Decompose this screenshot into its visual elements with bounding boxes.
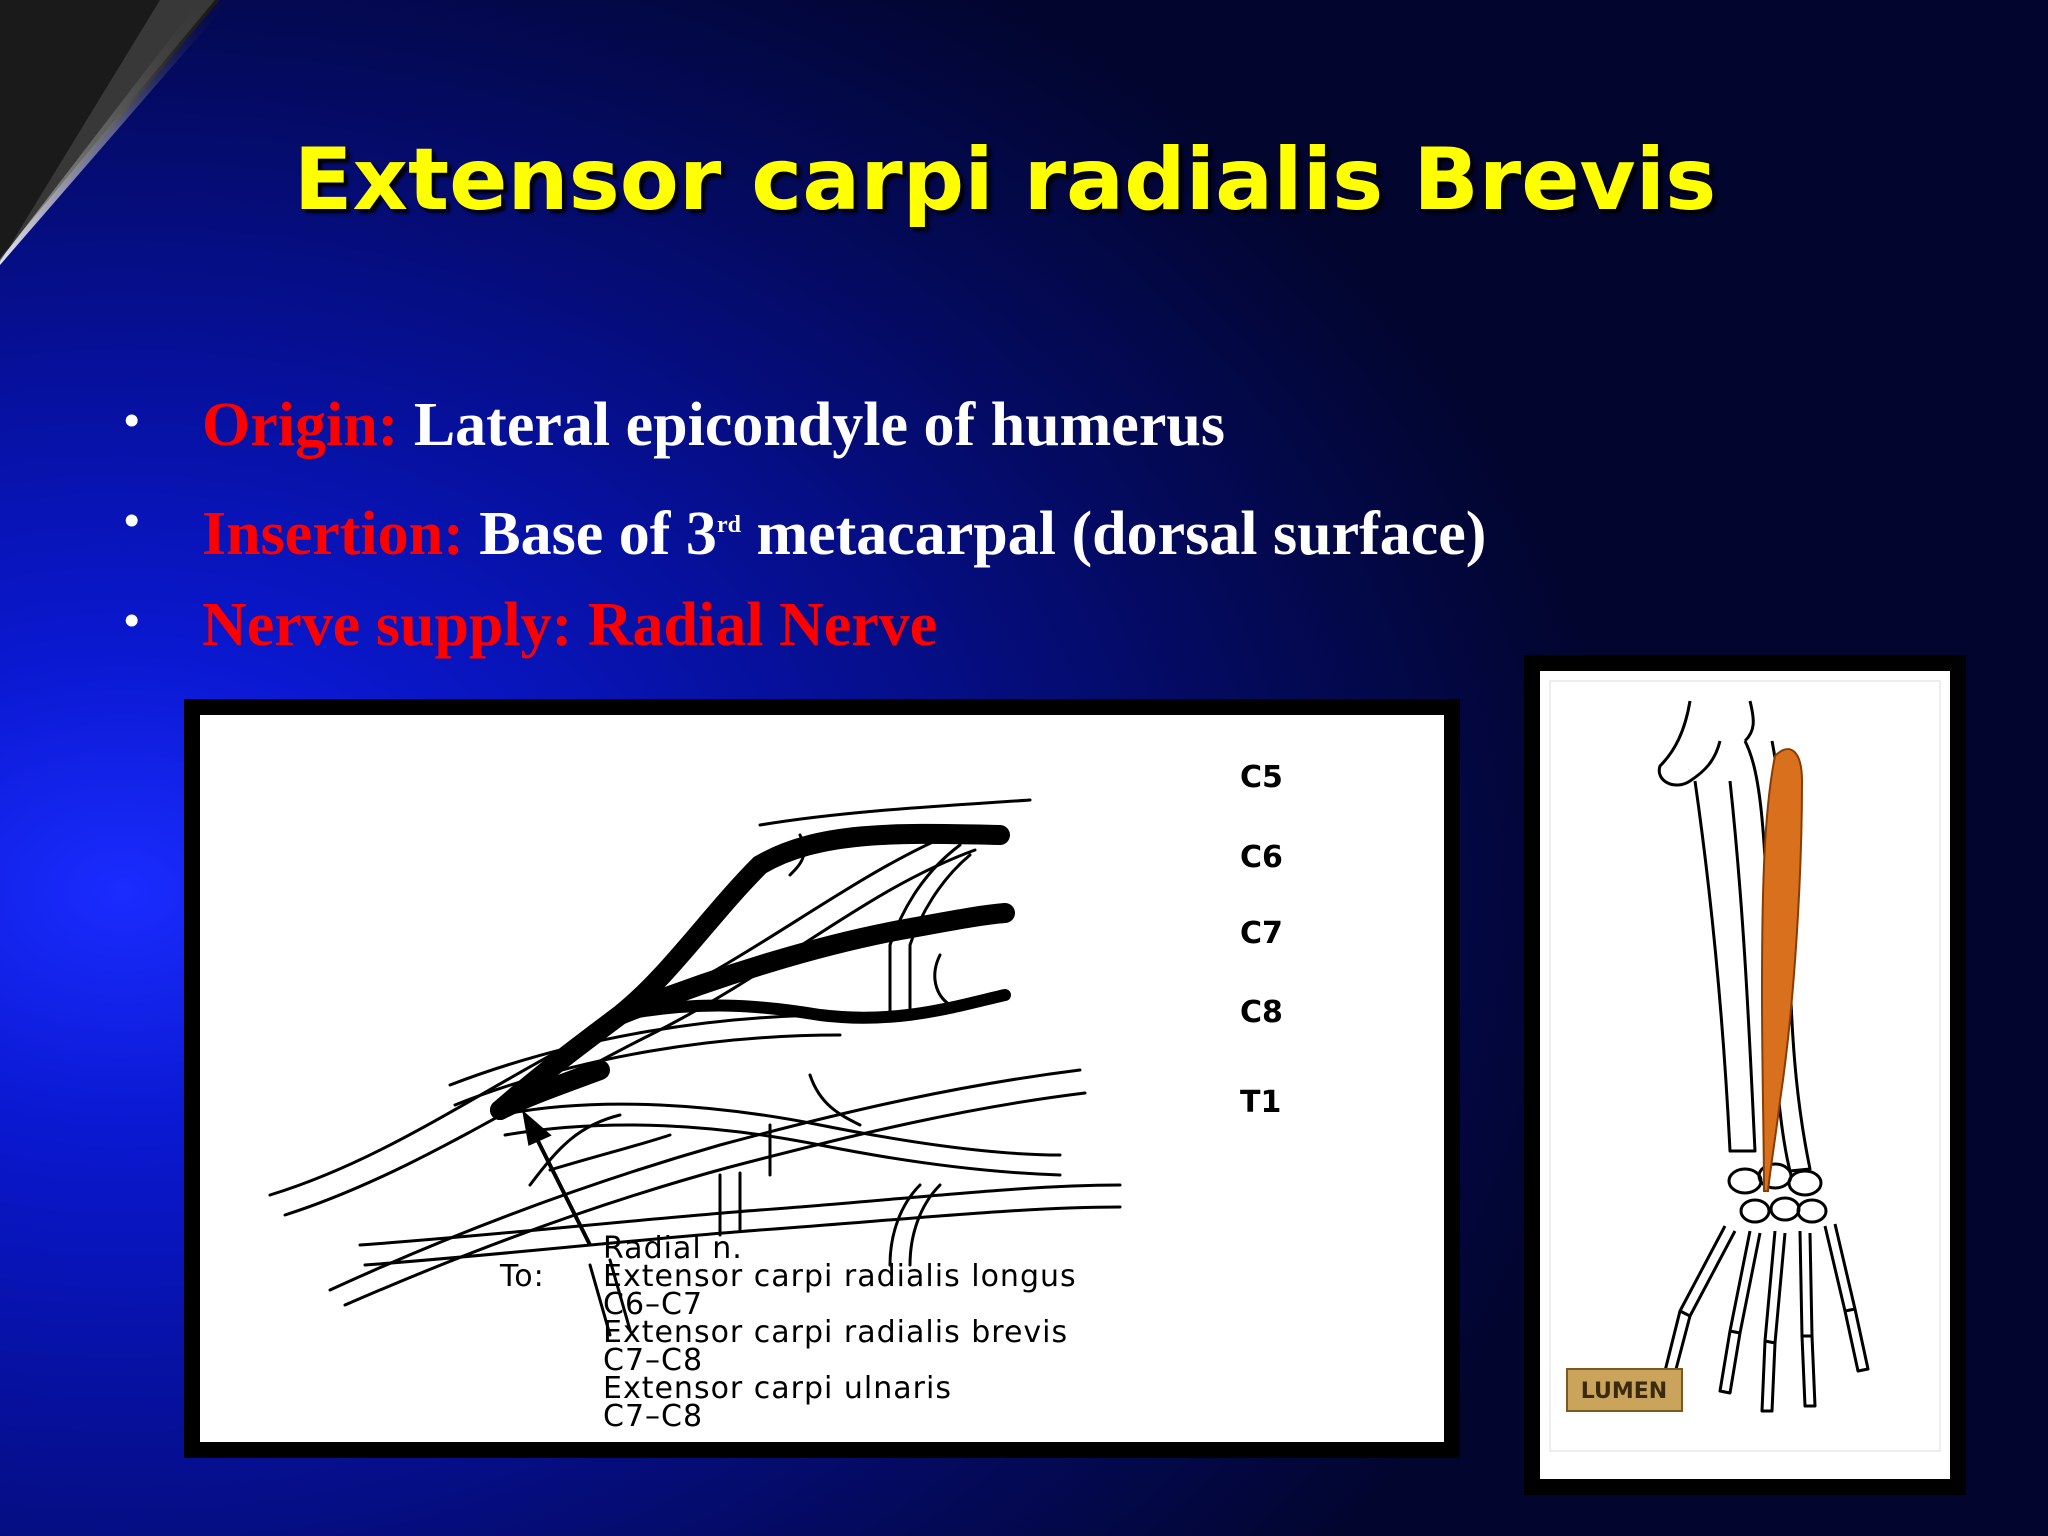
root-label-c6: C6 <box>1240 840 1283 875</box>
nerve-diagram-frame: C5 C6 C7 C8 T1 Radial n. To: Extensor ca… <box>184 699 1460 1458</box>
caption-line-4: C7–C8 <box>603 1343 704 1378</box>
root-label-c8: C8 <box>1240 995 1283 1030</box>
nerve-diagram: C5 C6 C7 C8 T1 Radial n. To: Extensor ca… <box>200 715 1444 1442</box>
lumen-logo-text: LUMEN <box>1581 1379 1667 1404</box>
bullet-insertion: • Insertion: Base of 3rd metacarpal (dor… <box>120 475 1970 575</box>
origin-text: Lateral epicondyle of humerus <box>413 391 1225 459</box>
extensor-muscle-shape <box>1760 748 1804 1192</box>
caption-radial-nerve: Radial n. <box>603 1231 743 1266</box>
brachial-plexus-drawing: C5 C6 C7 C8 T1 <box>268 760 1283 1337</box>
insertion-label: Insertion: <box>202 500 464 568</box>
bullet-origin: • Origin: Lateral epicondyle of humerus <box>120 375 1970 475</box>
lumen-logo-box <box>1566 1368 1683 1412</box>
nerve-supply-label: Nerve supply: Radial Nerve <box>202 591 938 659</box>
root-label-t1: T1 <box>1240 1085 1281 1120</box>
bullet-nerve-supply: • Nerve supply: Radial Nerve <box>120 575 1970 675</box>
origin-label: Origin: <box>202 391 399 459</box>
caption-line-3: Extensor carpi radialis brevis <box>603 1315 1069 1350</box>
caption-line-1: Extensor carpi radialis longus <box>603 1259 1077 1294</box>
corner-light-flare <box>0 0 230 265</box>
bullet-list: • Origin: Lateral epicondyle of humerus … <box>120 375 1970 675</box>
bullet-dot: • <box>124 396 140 445</box>
root-label-c7: C7 <box>1240 916 1283 951</box>
bullet-dot: • <box>124 596 140 645</box>
insertion-superscript: rd <box>716 512 741 538</box>
forearm-image: LUMEN <box>1540 671 1950 1479</box>
caption-to-prefix: To: <box>500 1259 545 1294</box>
insertion-text-after: metacarpal (dorsal surface) <box>740 500 1487 568</box>
forearm-image-frame: LUMEN <box>1524 655 1966 1495</box>
caption-line-5: Extensor carpi ulnaris <box>603 1371 952 1406</box>
forearm-muscle-illustration: LUMEN <box>1549 680 1941 1452</box>
insertion-text-before: Base of 3 <box>479 500 717 568</box>
bullet-dot: • <box>124 496 140 545</box>
insertion-text: Base of 3rd metacarpal (dorsal surface) <box>479 500 1486 568</box>
root-label-c5: C5 <box>1240 760 1283 795</box>
slide-title: Extensor carpi radialis Brevis <box>293 130 1717 230</box>
caption-line-2: C6–C7 <box>603 1287 704 1322</box>
caption-line-6: C7–C8 <box>603 1399 704 1434</box>
